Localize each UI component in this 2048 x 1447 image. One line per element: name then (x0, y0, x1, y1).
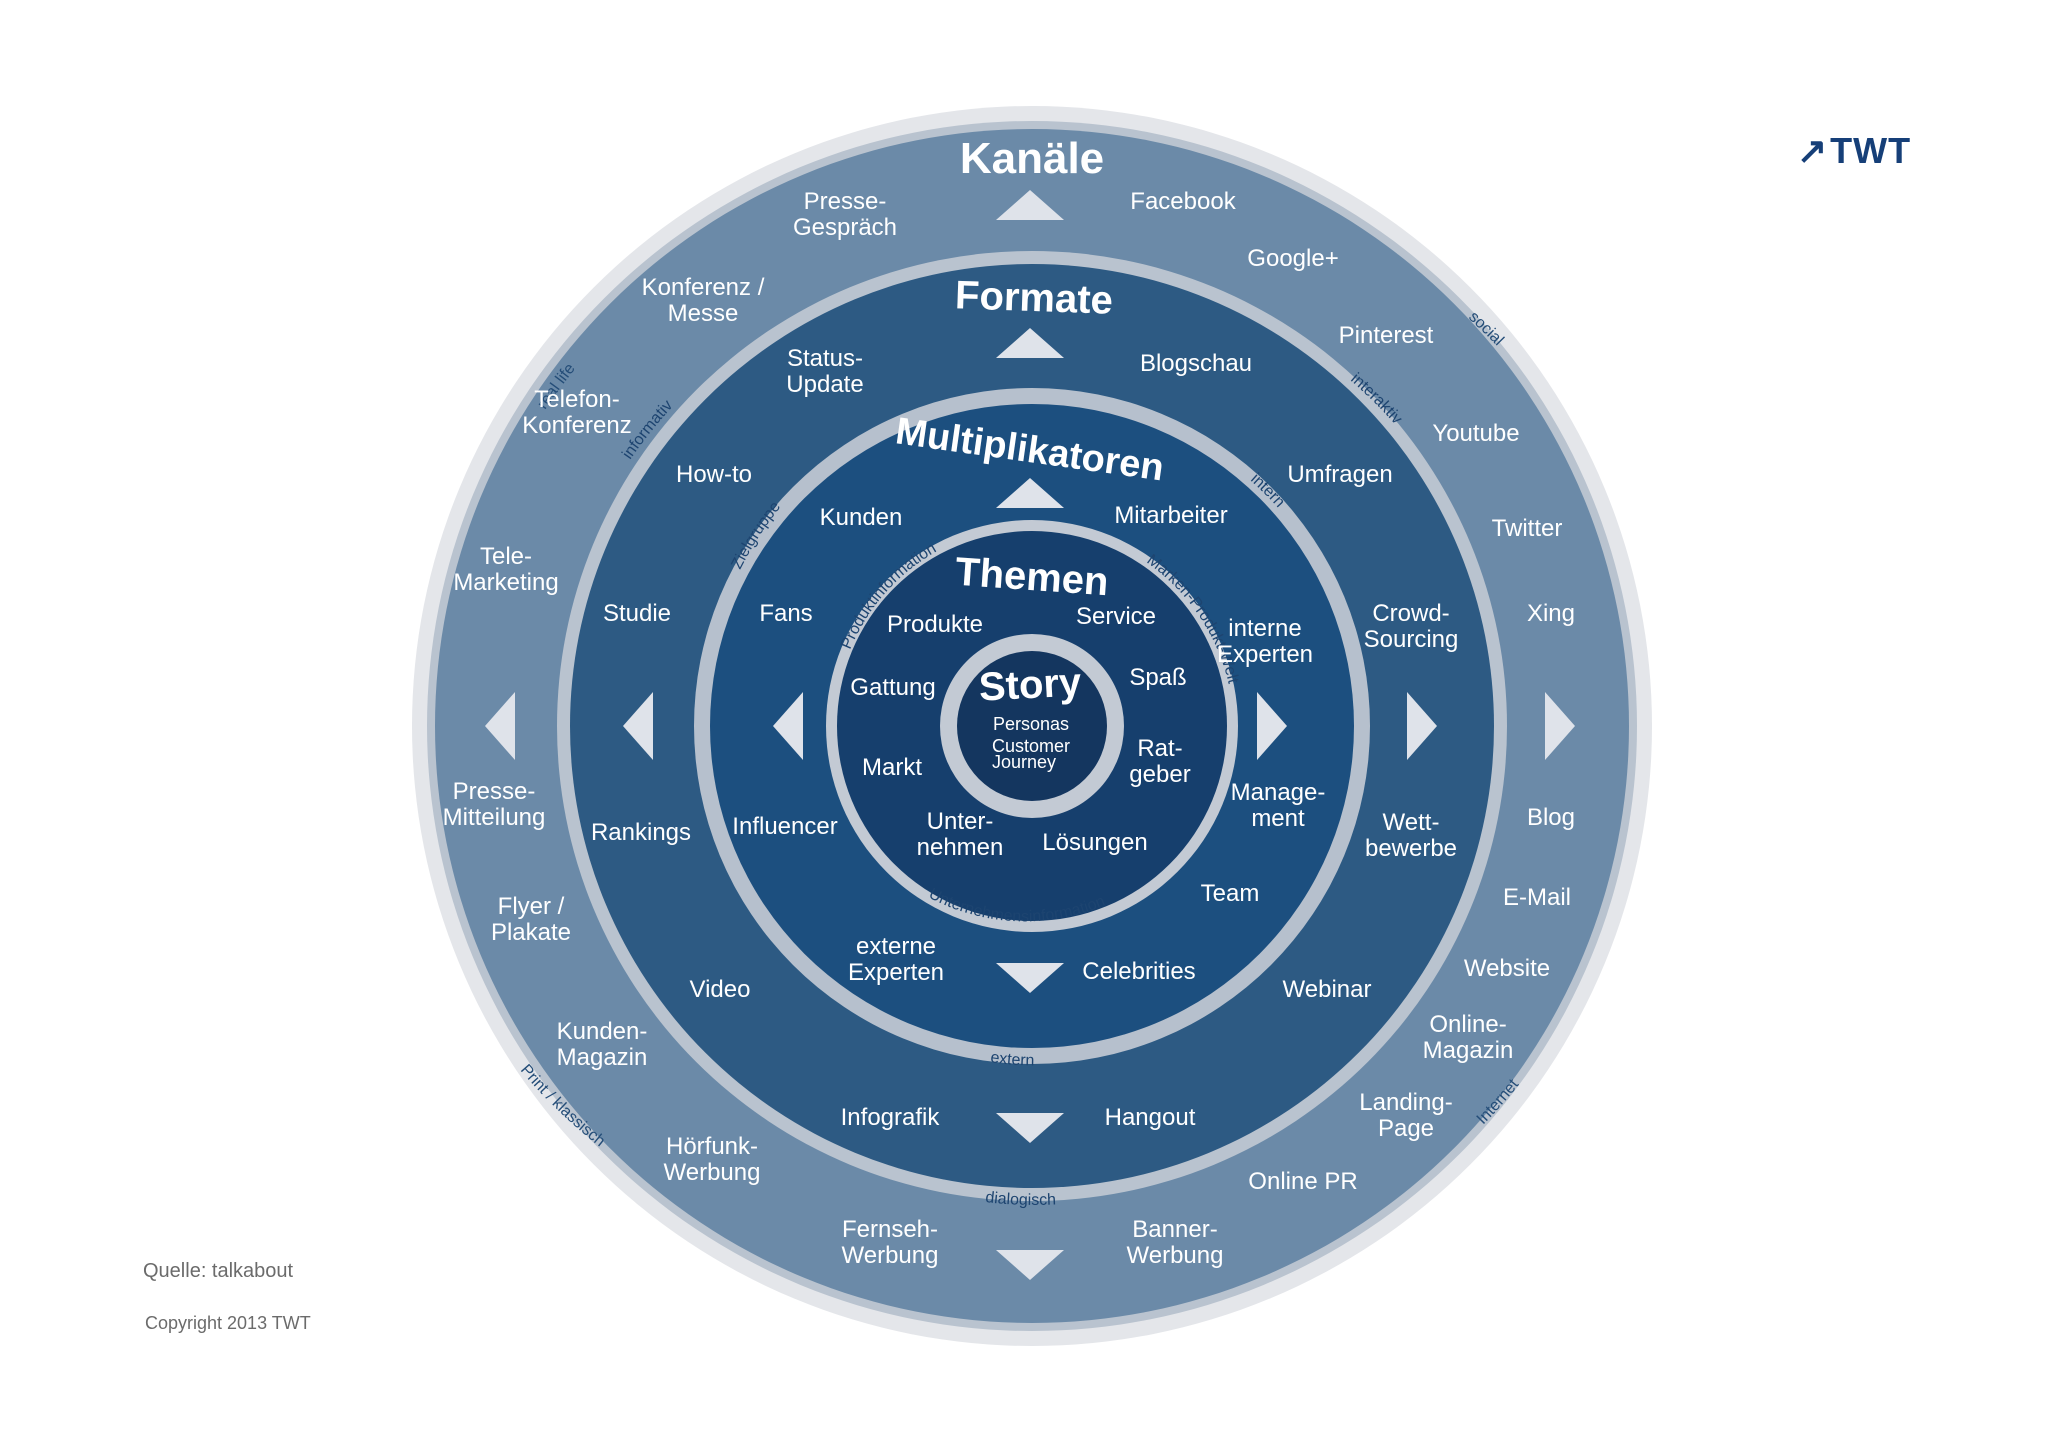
ring-1-label-4: Studie (603, 600, 671, 627)
ring-1-label-10: Infografik (841, 1104, 941, 1131)
ring-3-label-1: Service (1076, 603, 1156, 630)
ring-3-label-2: Gattung (850, 674, 935, 701)
ring-0-label-12: Flyer /Plakate (491, 893, 571, 946)
arc-label-extern: extern (989, 1049, 1034, 1069)
concentric-rings (412, 106, 1652, 1346)
ring-1-label-1: Blogschau (1140, 350, 1252, 377)
ring-0-label-6: Youtube (1432, 420, 1519, 447)
triangle-right-9 (1257, 692, 1287, 760)
ring-3-label-0: Produkte (887, 611, 983, 638)
copyright-note: Copyright 2013 TWT (145, 1313, 311, 1333)
direction-triangles (485, 190, 1575, 1280)
ring-0-label-9: Xing (1527, 600, 1575, 627)
ring-3-label-4: Markt (862, 754, 922, 781)
triangle-down-5 (996, 1250, 1064, 1280)
triangle-left-8 (773, 692, 803, 760)
ring-2-label-2: Fans (759, 600, 812, 627)
ring-0-label-4: Pinterest (1339, 322, 1434, 349)
ring-0-label-16: Online-Magazin (1423, 1011, 1514, 1064)
ring-1-label-0: Status-Update (786, 345, 863, 398)
arrow-up-right-icon: ↗ (1797, 130, 1829, 171)
ring-title-kanaele: Kanäle (960, 134, 1104, 183)
source-note: Quelle: talkabout (143, 1260, 294, 1282)
arc-label-dialogisch: dialogisch (985, 1189, 1057, 1209)
core-story (957, 651, 1107, 801)
triangle-up-2 (996, 478, 1064, 508)
ring-1-label-3: Umfragen (1287, 461, 1392, 488)
ring-1-label-7: Wett-bewerbe (1365, 809, 1457, 862)
ring-1-label-5: Crowd-Sourcing (1364, 600, 1459, 653)
core-item-personas: Personas (993, 714, 1069, 734)
core-item-customer: Customer (992, 736, 1070, 756)
core-title-story: Story (978, 660, 1083, 709)
ring-3-label-5: Rat-geber (1129, 735, 1190, 788)
ring-2-label-6: Team (1201, 880, 1260, 907)
ring-3-label-7: Lösungen (1042, 829, 1147, 856)
triangle-down-4 (996, 1113, 1064, 1143)
ring-0-label-13: E-Mail (1503, 884, 1571, 911)
ring-1-label-2: How-to (676, 461, 752, 488)
ring-0-label-1: Facebook (1130, 188, 1236, 215)
ring-2-label-5: Influencer (732, 813, 837, 840)
ring-0-label-19: Online PR (1248, 1168, 1357, 1195)
ring-2-label-4: Manage-ment (1231, 779, 1326, 832)
twt-logo: ↗TWT (1797, 130, 1911, 172)
ring-title-themen: Themen (954, 550, 1110, 605)
ring-3-label-3: Spaß (1129, 664, 1186, 691)
ring-0-label-3: Google+ (1247, 245, 1338, 272)
ring-0-label-2: Konferenz /Messe (642, 274, 765, 327)
logo-text: TWT (1830, 130, 1912, 171)
ring-0-label-21: Banner-Werbung (1127, 1216, 1224, 1269)
ring-0-label-10: Presse-Mitteilung (443, 778, 546, 831)
triangle-left-6 (485, 692, 515, 760)
triangle-right-11 (1545, 692, 1575, 760)
ring-0-label-20: Fernseh-Werbung (842, 1216, 939, 1269)
triangle-left-7 (623, 692, 653, 760)
triangle-up-1 (996, 328, 1064, 358)
ring-1-label-8: Video (690, 976, 751, 1003)
ring-0-label-11: Blog (1527, 804, 1575, 831)
ring-0-label-7: Tele-Marketing (453, 543, 558, 596)
ring-2-label-8: Celebrities (1082, 958, 1195, 985)
triangle-down-3 (996, 963, 1064, 993)
ring-0-label-8: Twitter (1492, 515, 1563, 542)
triangle-up-0 (996, 190, 1064, 220)
ring-0-label-17: Landing-Page (1359, 1089, 1452, 1142)
ring-1-label-6: Rankings (591, 819, 691, 846)
ring-0-label-0: Presse-Gespräch (793, 188, 897, 241)
ring-1-label-11: Hangout (1105, 1104, 1196, 1131)
core-item-journey: Journey (992, 752, 1056, 772)
ring-3-label-6: Unter-nehmen (917, 808, 1004, 861)
triangle-right-10 (1407, 692, 1437, 760)
ring-0-label-18: Hörfunk-Werbung (664, 1133, 761, 1186)
ring-title-formate: Formate (954, 273, 1113, 322)
ring-0-label-5: Telefon-Konferenz (522, 386, 631, 439)
ring-2-label-0: Kunden (820, 504, 903, 531)
ring-2-label-1: Mitarbeiter (1114, 502, 1227, 529)
ring-0-label-15: Kunden-Magazin (557, 1018, 648, 1071)
ring-0-label-14: Website (1464, 955, 1550, 982)
ring-1-label-9: Webinar (1283, 976, 1372, 1003)
